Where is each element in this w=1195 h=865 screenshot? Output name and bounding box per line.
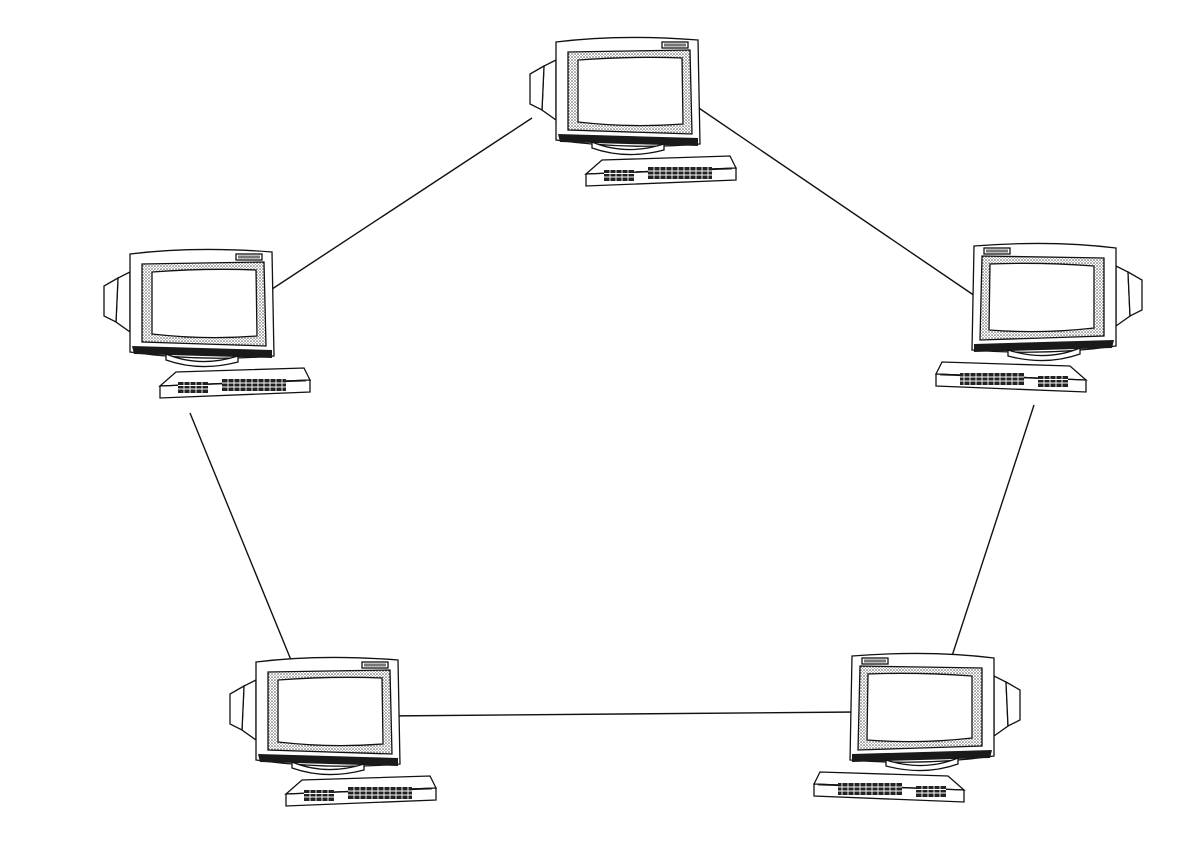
link-upper-left-lower-left bbox=[189, 412, 292, 661]
link-top-upper-left bbox=[262, 117, 533, 296]
network-links bbox=[189, 101, 1035, 717]
network-nodes bbox=[103, 36, 1143, 807]
computer-terminal-icon bbox=[103, 248, 311, 399]
link-top-upper-right bbox=[689, 101, 976, 297]
computer-terminal-icon bbox=[229, 656, 437, 807]
link-upper-right-lower-right bbox=[951, 404, 1035, 657]
link-lower-left-lower-right bbox=[384, 711, 858, 717]
computer-terminal-icon bbox=[813, 652, 1021, 803]
computer-terminal-icon bbox=[935, 242, 1143, 393]
